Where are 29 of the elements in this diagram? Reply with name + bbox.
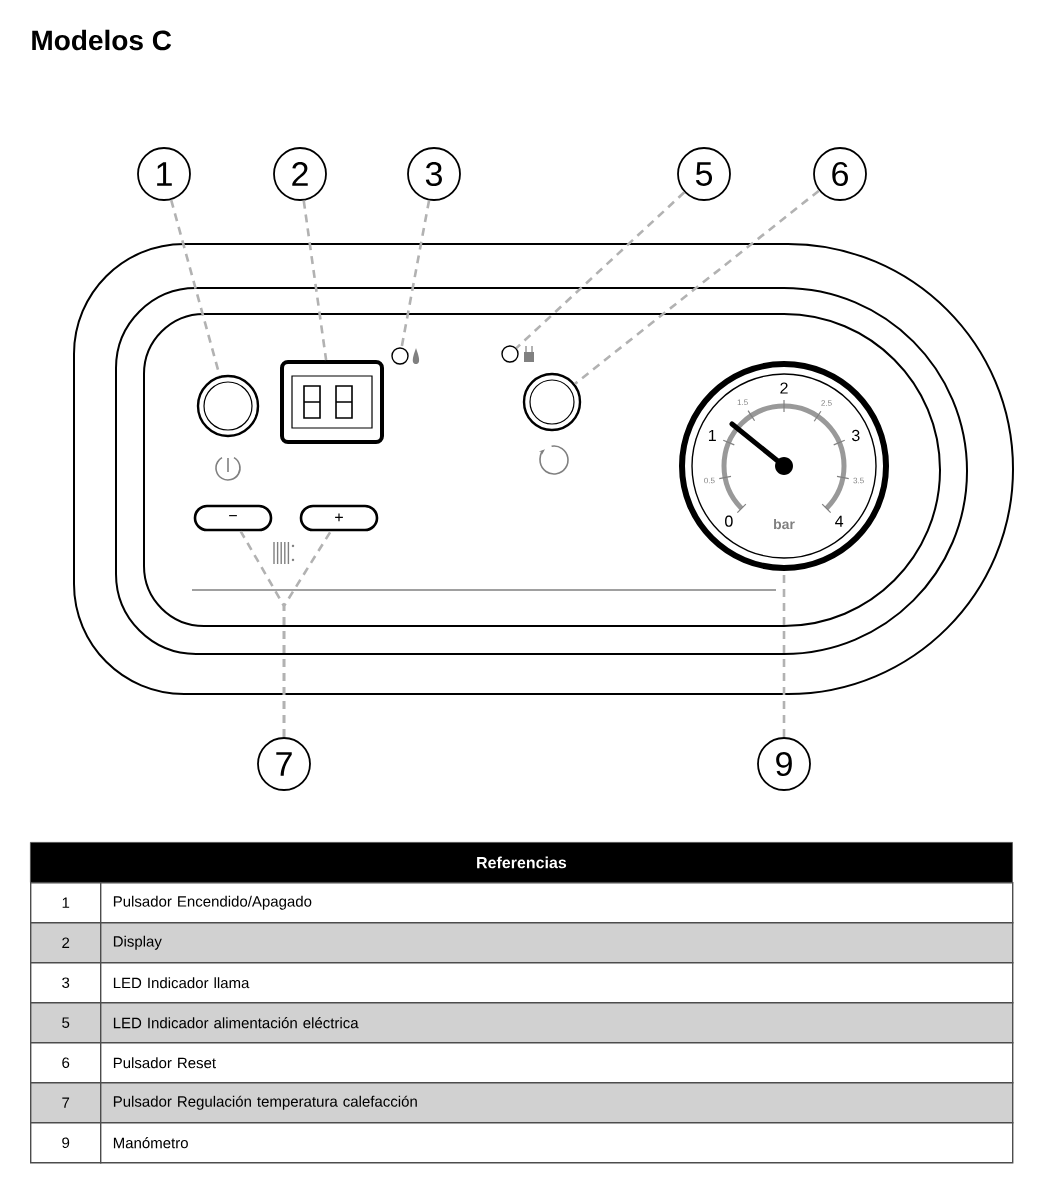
callout-number: 1 [137, 147, 191, 201]
scale-number: 4 [835, 515, 844, 527]
power-button [196, 374, 260, 438]
scale-number: 0 [725, 515, 733, 527]
leader-line [282, 530, 332, 738]
reset-button [522, 372, 582, 432]
callout-number: 2 [273, 147, 327, 201]
digital-display [280, 360, 384, 444]
callout-number: 9 [757, 737, 811, 791]
leader-line [400, 200, 431, 348]
callout-number: 6 [813, 147, 867, 201]
scale-number: 2 [780, 382, 788, 394]
leader-line [574, 189, 820, 385]
leader-line [515, 191, 686, 350]
indicator-led [391, 347, 409, 365]
leader-line [302, 200, 328, 361]
callout-number: 3 [407, 147, 461, 201]
leader-line [782, 571, 786, 738]
leader-line [169, 199, 221, 377]
scale-number: 3 [851, 429, 860, 442]
callout-number: 5 [677, 147, 731, 201]
scale-number: 1 [709, 430, 716, 442]
adjust-button: + [299, 504, 379, 532]
pressure-gauge [679, 361, 889, 571]
title: Modelos C [32, 29, 172, 51]
callout-number: 7 [257, 737, 311, 791]
table-header: Referencias [30, 842, 1013, 883]
indicator-led [501, 345, 519, 363]
adjust-button: − [193, 504, 273, 532]
